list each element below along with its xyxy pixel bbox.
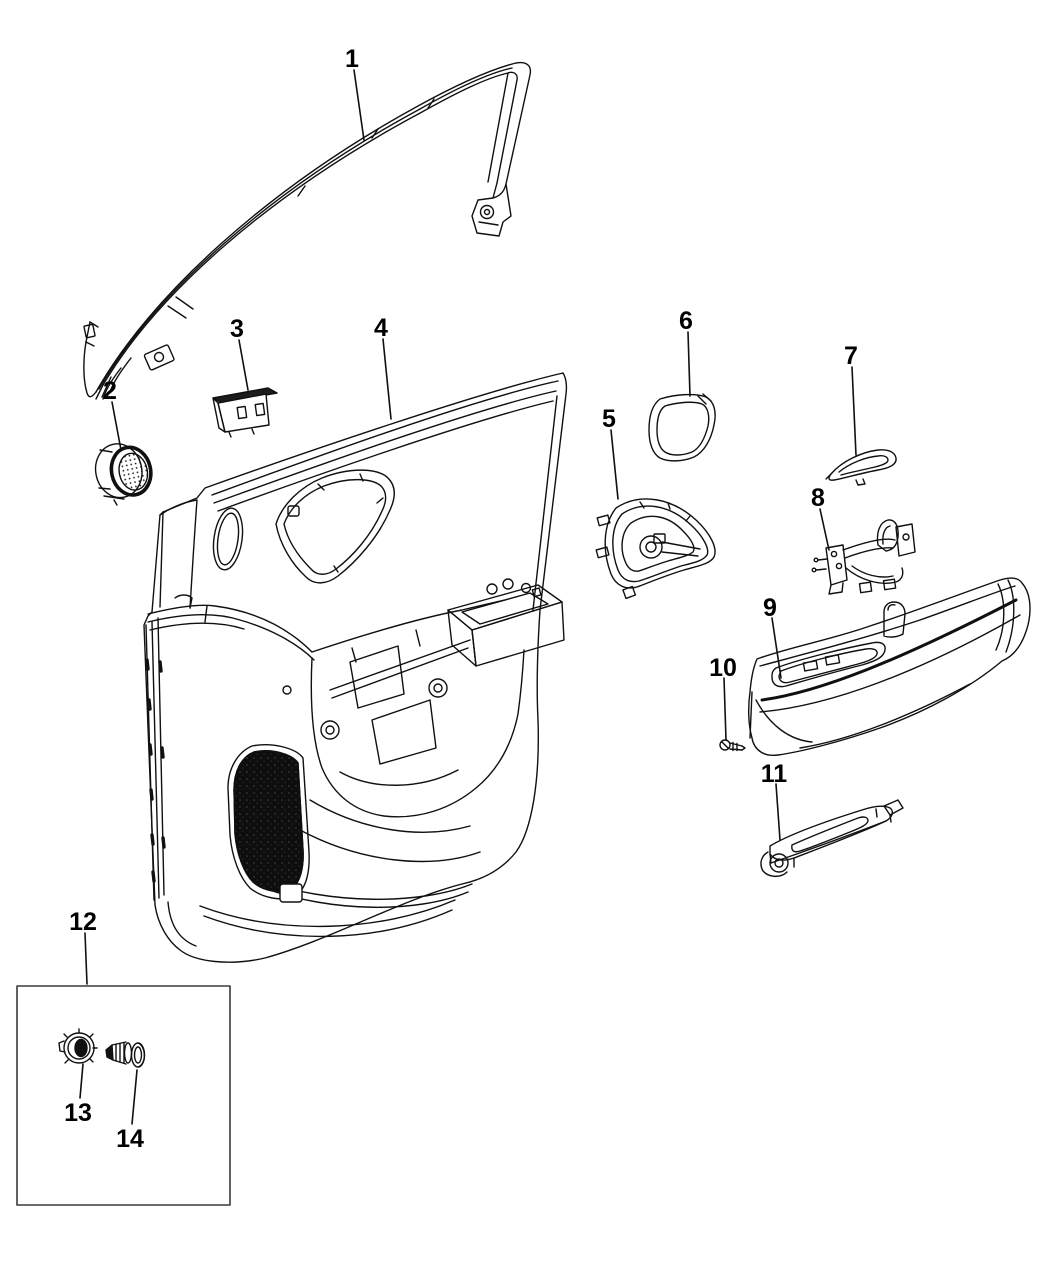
callout-10-leader — [723, 677, 727, 741]
pull-cup-bracket — [811, 519, 916, 595]
callout-1-leader — [353, 69, 365, 141]
screw — [719, 739, 746, 752]
tweeter-speaker-cover — [94, 443, 153, 506]
callout-label-7: 7 — [844, 342, 858, 370]
pull-cup-cap — [825, 449, 897, 486]
callout-13-leader — [79, 1063, 84, 1099]
callout-label-11: 11 — [761, 760, 788, 788]
callout-label-2: 2 — [103, 377, 117, 405]
callout-label-12: 12 — [69, 908, 97, 936]
callout-label-9: 9 — [763, 594, 777, 622]
callout-label-10: 10 — [709, 654, 737, 682]
callout-12-leader — [84, 932, 88, 985]
callout-9-leader — [771, 617, 782, 679]
callout-label-13: 13 — [64, 1099, 92, 1127]
fastener-kit-box — [16, 985, 231, 1206]
callout-11-leader — [775, 783, 781, 841]
armrest-bracket — [760, 799, 904, 878]
push-pin-retainer — [105, 1041, 146, 1068]
window-surround-molding — [83, 61, 532, 400]
door-trim-panel — [143, 372, 568, 963]
clip-bracket — [212, 387, 278, 438]
grommet-clip — [58, 1028, 98, 1064]
callout-6-leader — [687, 331, 691, 397]
callout-2-leader — [111, 401, 122, 451]
callout-label-3: 3 — [230, 315, 244, 343]
callout-5-leader — [610, 429, 619, 500]
callout-7-leader — [851, 366, 857, 456]
callout-3-leader — [238, 339, 249, 391]
handle-bezel-trim — [648, 393, 716, 462]
armrest — [747, 577, 1031, 757]
callout-label-5: 5 — [602, 405, 616, 433]
inside-handle-bezel — [595, 498, 716, 600]
callout-14-leader — [131, 1069, 138, 1125]
callout-label-8: 8 — [811, 484, 825, 512]
callout-label-14: 14 — [116, 1125, 144, 1153]
callout-label-1: 1 — [345, 45, 359, 73]
callout-8-leader — [819, 508, 830, 551]
callout-label-6: 6 — [679, 307, 693, 335]
callout-4-leader — [382, 338, 392, 420]
callout-label-4: 4 — [374, 314, 388, 342]
